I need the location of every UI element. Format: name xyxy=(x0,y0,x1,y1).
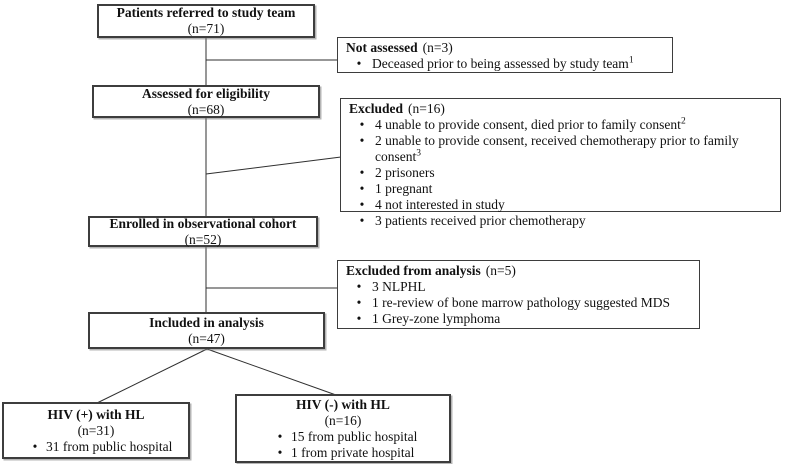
bullet-item: • 1 pregnant xyxy=(349,181,772,197)
box-excluded-from-analysis: Excluded from analysis (n=5) • 3 NLPHL • 1 … xyxy=(337,260,700,329)
footnote-marker: 1 xyxy=(628,55,634,66)
bullet-text: 1 Grey-zone lymphoma xyxy=(372,311,501,326)
hiv-negative-bullet-list: • 15 from public hospital • 1 from private… xyxy=(237,429,449,461)
box-enrolled-cohort: Enrolled in observational cohort (n=52) xyxy=(88,216,318,247)
bullet-text: 1 from private hospital xyxy=(291,444,415,460)
box-included-analysis: Included in analysis (n=47) xyxy=(88,312,325,349)
box-patients-referred-title: Patients referred to study team xyxy=(116,5,296,20)
excluded-bullet-list: • 4 unable to provide consent, died prior… xyxy=(349,117,772,229)
bullet-text: 2 prisoners xyxy=(375,165,435,180)
box-hiv-positive-count: (n=31) xyxy=(77,422,115,438)
box-included-analysis-title: Included in analysis xyxy=(149,314,264,330)
bullet-marker: • xyxy=(359,181,365,196)
box-excluded-title: Excluded xyxy=(349,101,404,116)
box-hiv-positive-title: HIV (+) with HL xyxy=(47,406,145,422)
box-not-assessed-count: (n=3) xyxy=(422,40,453,55)
box-not-assessed: Not assessed (n=3) • Deceased prior to bei… xyxy=(337,37,673,73)
bullet-item: • Deceased prior to being assessed by stu… xyxy=(346,56,664,72)
edge-to-excluded xyxy=(205,156,342,175)
box-assessed-eligibility-count: (n=68) xyxy=(187,101,225,117)
bullet-text: Deceased prior to being assessed by stud… xyxy=(372,55,634,71)
box-hiv-negative: HIV (-) with HL (n=16) • 15 from public h… xyxy=(235,394,451,463)
bullet-item: • 1 from private hospital xyxy=(269,445,449,461)
bullet-marker: • xyxy=(356,295,362,310)
bullet-text: 4 not interested in study xyxy=(375,197,505,212)
bullet-text: 3 NLPHL xyxy=(372,279,426,294)
bullet-marker: • xyxy=(359,133,365,148)
bullet-marker: • xyxy=(356,279,362,294)
box-hiv-negative-title: HIV (-) with HL xyxy=(296,396,390,412)
bullet-item: • 3 patients received prior chemotherapy xyxy=(349,213,772,229)
box-enrolled-cohort-count: (n=52) xyxy=(184,231,222,247)
bullet-marker: • xyxy=(277,428,283,444)
box-included-analysis-count: (n=47) xyxy=(188,330,225,346)
box-assessed-eligibility-title: Assessed for eligibility xyxy=(142,85,270,101)
box-patients-referred: Patients referred to study team (n=71) xyxy=(97,4,315,38)
bullet-marker: • xyxy=(359,165,365,180)
box-patients-referred-count: (n=71) xyxy=(187,21,225,36)
bullet-item: • 4 not interested in study xyxy=(349,197,772,213)
box-assessed-eligibility: Assessed for eligibility (n=68) xyxy=(92,85,320,118)
bullet-item: • 31 from public hospital xyxy=(24,439,188,455)
bullet-item: • 2 unable to provide consent, received c… xyxy=(349,133,772,165)
bullet-text: 31 from public hospital xyxy=(46,438,173,454)
bullet-marker: • xyxy=(359,197,365,212)
bullet-item: • 1 Grey-zone lymphoma xyxy=(346,311,691,327)
box-excluded-from-analysis-title: Excluded from analysis xyxy=(346,263,481,278)
bullet-text: 2 unable to provide consent, received ch… xyxy=(375,133,739,164)
bullet-item: • 1 re-review of bone marrow pathology su… xyxy=(346,295,691,311)
bullet-marker: • xyxy=(356,311,362,326)
bullet-text: 1 pregnant xyxy=(375,181,433,196)
box-excluded-count: (n=16) xyxy=(408,101,445,116)
bullet-marker: • xyxy=(359,213,365,228)
excluded-analysis-bullet-list: • 3 NLPHL • 1 re-review of bone marrow pat… xyxy=(346,279,691,327)
box-excluded: Excluded (n=16) • 4 unable to provide cons… xyxy=(340,98,781,228)
footnote-marker: 3 xyxy=(416,148,421,159)
box-enrolled-cohort-title: Enrolled in observational cohort xyxy=(109,215,297,231)
box-hiv-negative-count: (n=16) xyxy=(324,412,362,428)
not-assessed-bullet-list: • Deceased prior to being assessed by stu… xyxy=(346,56,664,72)
box-excluded-from-analysis-heading: Excluded from analysis (n=5) xyxy=(346,263,691,279)
bullet-text: 3 patients received prior chemotherapy xyxy=(375,213,586,228)
box-not-assessed-heading: Not assessed (n=3) xyxy=(346,40,664,56)
bullet-marker: • xyxy=(356,56,362,71)
bullet-text: 1 re-review of bone marrow pathology sug… xyxy=(372,295,671,310)
bullet-item: • 4 unable to provide consent, died prior… xyxy=(349,117,772,133)
box-not-assessed-title: Not assessed xyxy=(346,40,418,55)
edge-included-to-hiv-neg xyxy=(206,348,337,396)
bullet-item: • 15 from public hospital xyxy=(269,429,449,445)
bullet-marker: • xyxy=(359,117,365,132)
bullet-text: 4 unable to provide consent, died prior … xyxy=(375,116,686,132)
bullet-marker: • xyxy=(277,444,283,460)
footnote-marker: 2 xyxy=(680,116,686,127)
bullet-item: • 3 NLPHL xyxy=(346,279,691,295)
bullet-text: 15 from public hospital xyxy=(291,428,418,444)
bullet-item: • 2 prisoners xyxy=(349,165,772,181)
hiv-positive-bullet-list: • 31 from public hospital xyxy=(4,439,188,455)
bullet-marker: • xyxy=(32,438,38,454)
edge-included-to-hiv-pos xyxy=(96,348,208,404)
box-hiv-positive: HIV (+) with HL (n=31) • 31 from public h… xyxy=(2,402,190,459)
box-excluded-heading: Excluded (n=16) xyxy=(349,101,772,117)
box-excluded-from-analysis-count: (n=5) xyxy=(485,263,516,278)
